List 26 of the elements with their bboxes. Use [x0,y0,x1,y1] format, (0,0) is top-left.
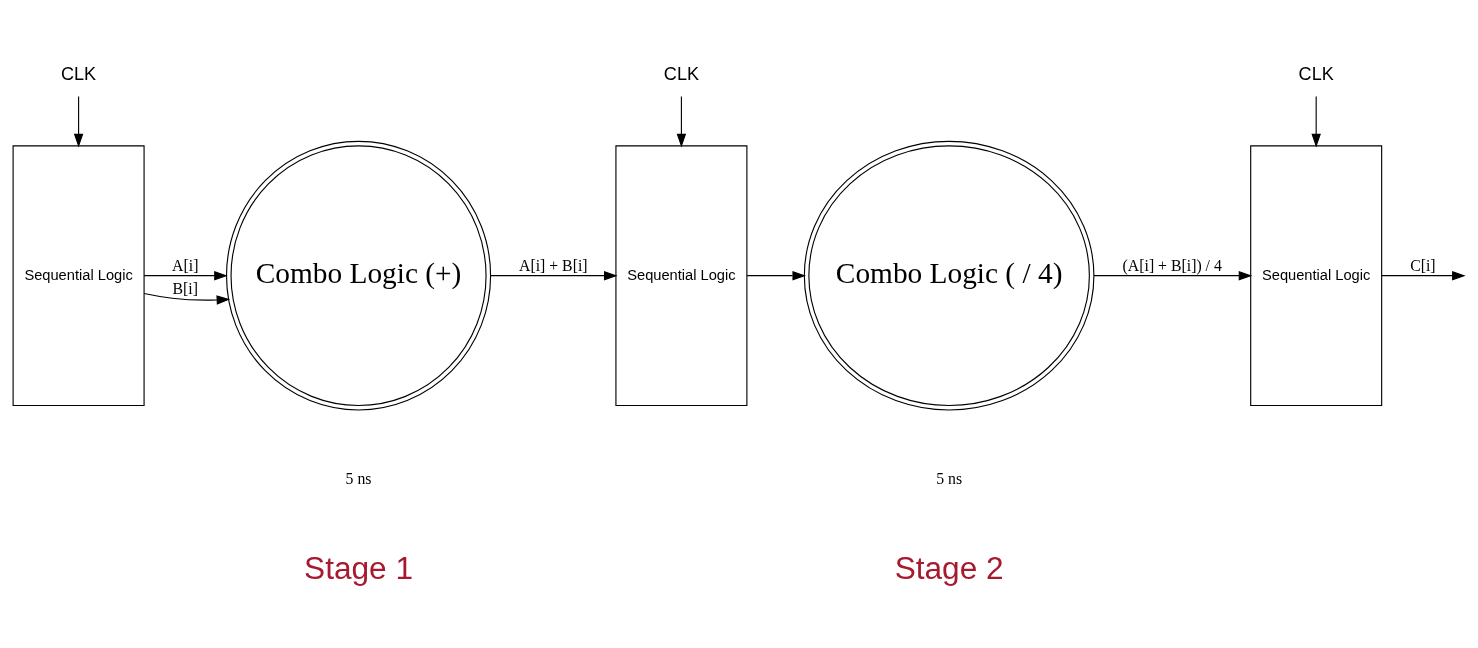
arrow [143,292,231,305]
arrow [1311,95,1321,147]
label: Stage 1 [304,549,414,586]
edge-label: A[i] [172,256,199,274]
arrow [73,95,84,147]
label: Stage 2 [894,549,1004,586]
arrow [143,270,228,280]
arrow [676,95,687,147]
node-text: CLK [1298,63,1334,84]
arrow [490,270,618,280]
node-box: Sequential Logic [12,144,145,406]
node-text: CLK [663,63,699,84]
node-circle: Combo Logic ( / 4) [803,140,1095,411]
arrow [1093,270,1253,280]
label: 5 ns [936,469,963,487]
node-box: Sequential Logic [615,144,748,406]
node-circle: Combo Logic (+) [225,140,492,411]
node-text: CLK [61,63,97,84]
label: 5 ns [345,469,372,487]
edge-label: A[i] + B[i] [518,256,588,274]
arrow [746,270,806,280]
arrow [1381,270,1466,280]
edge-label: C[i] [1410,256,1436,274]
node-box: Sequential Logic [1250,144,1383,406]
edge-label: B[i] [172,279,199,297]
edge-label: (A[i] + B[i]) / 4 [1122,256,1222,274]
